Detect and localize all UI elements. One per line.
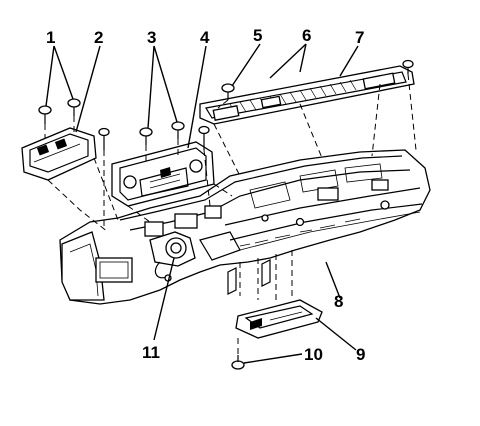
screw-3b <box>171 121 185 139</box>
screw-panel <box>198 125 210 150</box>
callout-2: 2 <box>94 28 103 47</box>
instrument-cluster <box>111 141 215 207</box>
callout-7: 7 <box>355 28 364 47</box>
callout-8: 8 <box>334 292 343 311</box>
knee-bolster-bracket <box>235 299 323 339</box>
fasteners <box>38 59 414 370</box>
assembly-lines <box>44 73 417 355</box>
screw-5 <box>221 83 235 100</box>
screw-cluster <box>98 127 110 150</box>
leader-lines <box>45 43 359 364</box>
screw-1a <box>38 105 52 124</box>
screw-1b <box>67 98 81 116</box>
callout-11: 11 <box>142 343 160 362</box>
ignition-switch <box>154 237 187 282</box>
callout-5: 5 <box>253 26 262 45</box>
callout-3: 3 <box>147 28 156 47</box>
screw-3a <box>139 127 153 145</box>
instrument-panel-carrier <box>59 149 431 305</box>
screw-10 <box>231 355 245 370</box>
callout-4: 4 <box>200 28 210 47</box>
callout-1: 1 <box>46 28 55 47</box>
cluster-trim-bezel <box>21 127 97 181</box>
callout-9: 9 <box>356 345 365 364</box>
callout-labels: 1 2 3 4 5 6 7 8 9 10 11 <box>46 26 365 364</box>
callout-6: 6 <box>302 26 311 45</box>
screw-upper-right <box>402 59 414 74</box>
callout-10: 10 <box>304 345 323 364</box>
upper-trim-panel <box>199 65 415 125</box>
